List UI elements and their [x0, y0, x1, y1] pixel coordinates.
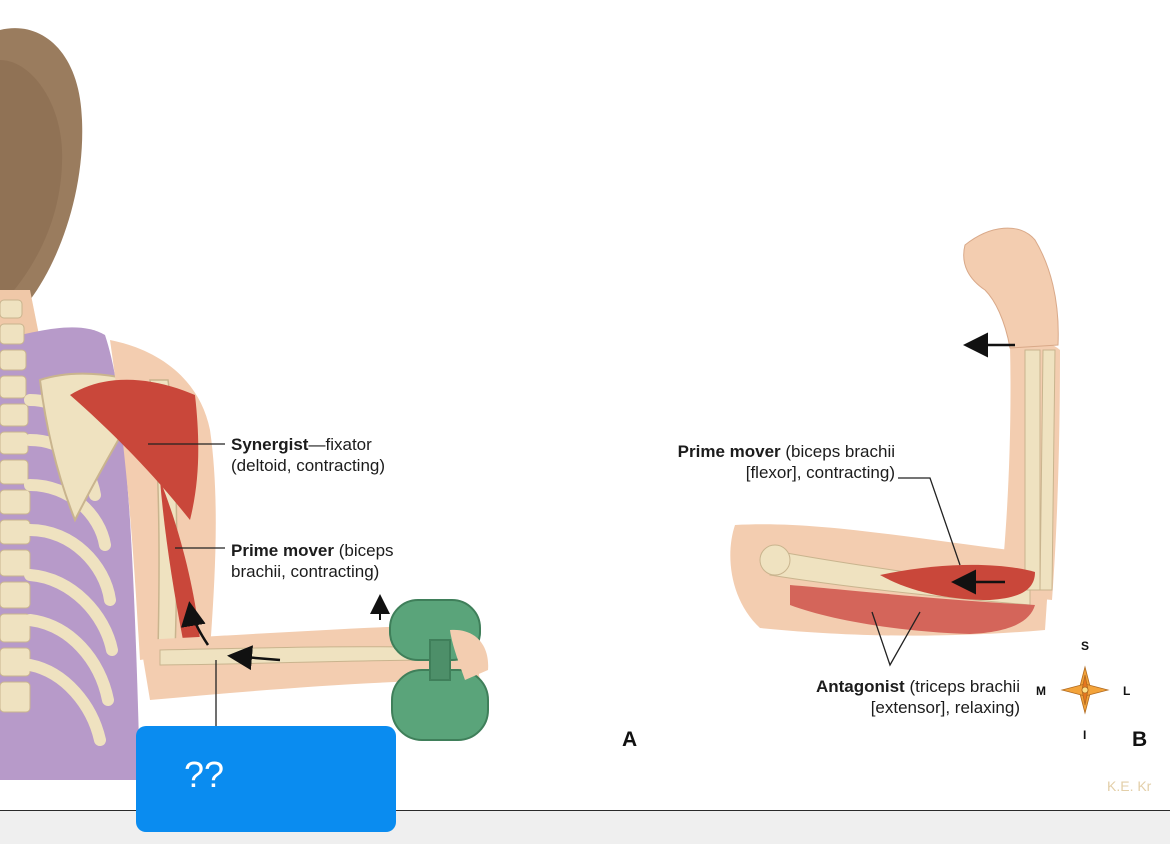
prime-mover-term-b: Prime mover — [677, 442, 781, 461]
antagonist-label: Antagonist (triceps brachii [extensor], … — [745, 676, 1020, 718]
answer-box[interactable]: ?? — [136, 726, 396, 832]
antagonist-role: (triceps brachii — [904, 677, 1020, 696]
antagonist-detail: [extensor], relaxing) — [870, 698, 1020, 717]
prime-mover-role-b: (biceps brachii — [780, 442, 895, 461]
deltoid-muscle — [70, 379, 199, 520]
prime-mover-term-a: Prime mover — [231, 541, 334, 560]
panel-b-figure — [730, 227, 1110, 715]
pull-arrow-a — [227, 645, 281, 671]
triceps-muscle-b — [790, 585, 1035, 634]
compass-rose — [1060, 665, 1110, 715]
spine — [0, 299, 31, 713]
compass-medial: M — [1036, 684, 1046, 698]
compass-inferior: I — [1083, 728, 1087, 742]
prime-mover-detail-a: brachii, contracting) — [231, 562, 380, 581]
answer-placeholder: ?? — [184, 754, 225, 795]
prime-mover-label-a: Prime mover (biceps brachii, contracting… — [231, 540, 451, 582]
synergist-detail: (deltoid, contracting) — [231, 456, 386, 475]
compass-lateral: L — [1123, 684, 1131, 698]
watermark: K.E. Kr — [1107, 778, 1152, 794]
antagonist-term: Antagonist — [815, 677, 905, 696]
synergist-role: —fixator — [308, 435, 372, 454]
synergist-label: Synergist—fixator (deltoid, contracting) — [231, 434, 451, 476]
prime-mover-role-a: (biceps — [334, 541, 394, 560]
panel-letter-a: A — [622, 728, 638, 751]
panel-a-figure — [0, 28, 489, 780]
curl-arrow-a — [180, 601, 210, 646]
prime-mover-label-b: Prime mover (biceps brachii [flexor], co… — [600, 441, 895, 483]
compass-superior: S — [1081, 639, 1090, 653]
prime-mover-detail-b: [flexor], contracting) — [745, 463, 895, 482]
synergist-term: Synergist — [231, 435, 309, 454]
panel-letter-b: B — [1132, 728, 1148, 751]
hand-b — [963, 227, 1059, 349]
